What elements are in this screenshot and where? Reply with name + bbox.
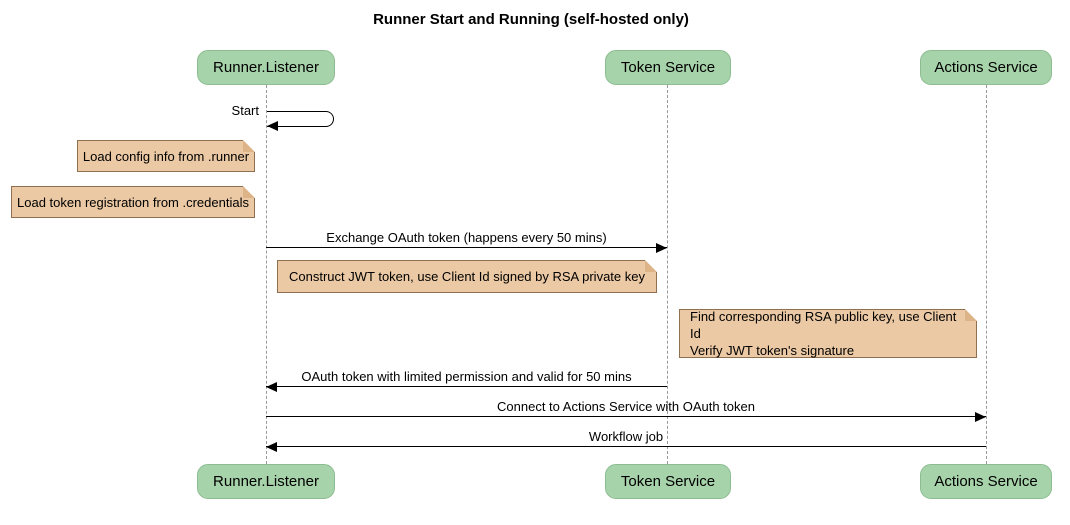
note-find-rsa: Find corresponding RSA public key, use C… xyxy=(679,309,977,358)
note-text: Load token registration from .credential… xyxy=(17,194,249,210)
participant-runner-listener-top: Runner.Listener xyxy=(197,50,335,85)
message-label: Workflow job xyxy=(588,429,664,444)
arrowhead-icon xyxy=(656,243,667,253)
message-exchange-oauth: Exchange OAuth token (happens every 50 m… xyxy=(266,230,667,253)
note-construct-jwt: Construct JWT token, use Client Id signe… xyxy=(277,260,657,293)
participant-runner-listener-bottom: Runner.Listener xyxy=(197,464,335,499)
note-text: Construct JWT token, use Client Id signe… xyxy=(289,269,645,284)
message-line xyxy=(266,446,986,447)
participant-actions-service-bottom: Actions Service xyxy=(920,464,1052,499)
message-label: Exchange OAuth token (happens every 50 m… xyxy=(326,230,607,245)
note-load-token-registration: Load token registration from .credential… xyxy=(11,186,255,218)
message-label: OAuth token with limited permission and … xyxy=(301,369,632,384)
message-line xyxy=(266,247,667,248)
participant-token-service-bottom: Token Service xyxy=(605,464,731,499)
participant-actions-service-top: Actions Service xyxy=(920,50,1052,85)
arrowhead-icon xyxy=(266,382,277,392)
diagram-title: Runner Start and Running (self-hosted on… xyxy=(373,11,689,28)
message-oauth-token-return: OAuth token with limited permission and … xyxy=(266,369,667,392)
arrowhead-icon xyxy=(266,442,277,452)
message-connect-actions: Connect to Actions Service with OAuth to… xyxy=(266,399,986,422)
arrowhead-icon xyxy=(267,121,278,131)
participant-token-service-top: Token Service xyxy=(605,50,731,85)
lifeline-token-service xyxy=(667,85,668,464)
note-text-line1: Find corresponding RSA public key, use C… xyxy=(690,309,957,341)
message-workflow-job: Workflow job xyxy=(266,429,986,452)
note-load-config: Load config info from .runner xyxy=(77,140,255,172)
self-message-start-label: Start xyxy=(231,103,259,118)
message-label: Connect to Actions Service with OAuth to… xyxy=(497,399,755,414)
self-message-loop xyxy=(267,111,334,127)
arrowhead-icon xyxy=(975,412,986,422)
lifeline-runner-listener xyxy=(266,85,267,464)
lifeline-actions-service xyxy=(986,85,987,464)
note-text: Load config info from .runner xyxy=(82,148,250,164)
message-line xyxy=(266,416,986,417)
note-text-line2: Verify JWT token's signature xyxy=(690,343,855,358)
message-line xyxy=(266,386,667,387)
